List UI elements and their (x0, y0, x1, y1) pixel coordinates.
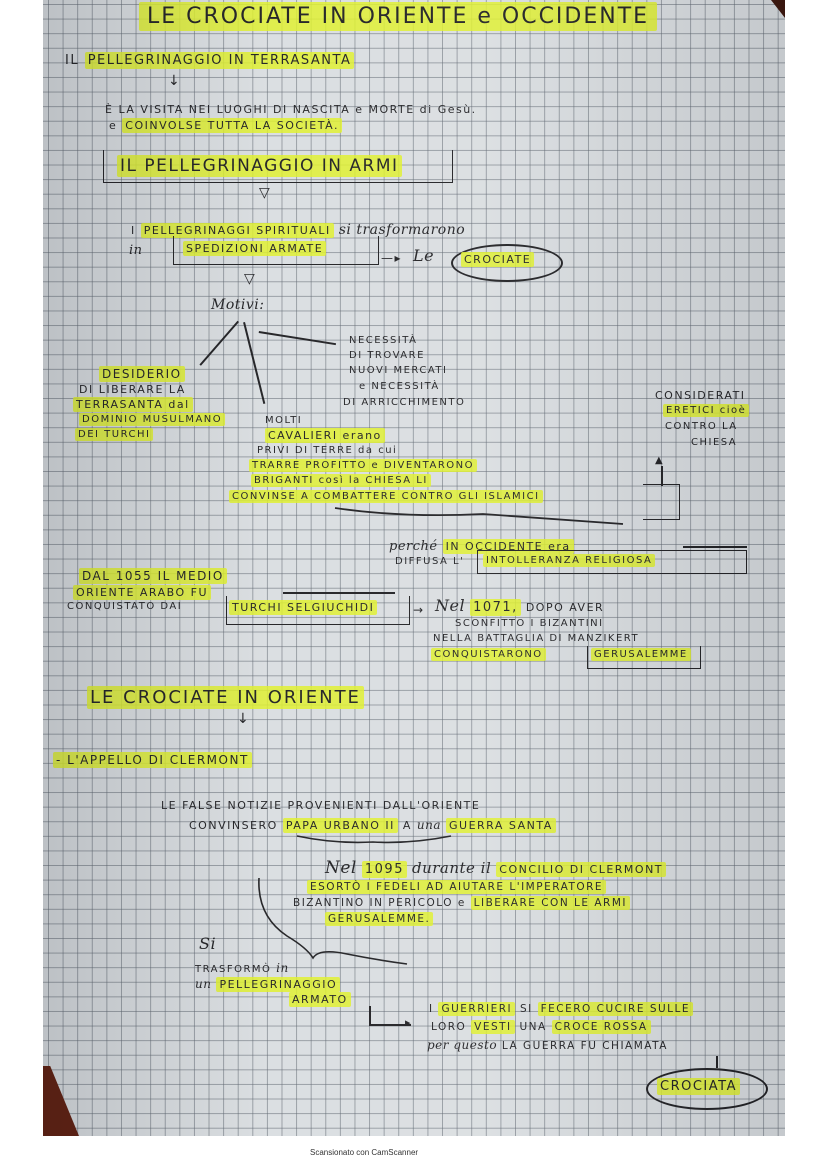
text-line: DIFFUSA L' (395, 556, 465, 567)
right-arrow-icon: ▸ (405, 1016, 413, 1029)
connector-line (683, 546, 747, 548)
circled-term (646, 1068, 768, 1110)
down-arrow-icon: ↓ (168, 73, 182, 89)
label-motivi: Motivi: (211, 297, 265, 313)
boxed-term (587, 646, 701, 669)
circled-term-crociata: CROCIATA (657, 1078, 740, 1095)
curly-brace (296, 835, 452, 844)
text-in: in (129, 243, 143, 258)
page-title: LE CROCIATE IN ORIENTE e OCCIDENTE (139, 2, 658, 31)
boxed-term (173, 236, 379, 265)
camscanner-watermark: Scansionato con CamScanner (310, 1148, 419, 1157)
text-le: Le (413, 246, 435, 265)
page-corner-shadow (771, 0, 785, 18)
down-arrow-icon: ▽ (259, 185, 272, 201)
bracket (643, 484, 680, 520)
connector-line (369, 1006, 371, 1026)
text-line: LE FALSE NOTIZIE PROVENIENTI DALL'ORIENT… (161, 799, 481, 812)
connector-line (243, 322, 266, 404)
boxed-term-spedizioni-armate: SPEDIZIONI ARMATE (183, 241, 327, 256)
scanned-notebook-page: LE CROCIATE IN ORIENTE e OCCIDENTE IL PE… (43, 0, 785, 1136)
boxed-term (477, 550, 747, 574)
boxed-term-gerusalemme: GERUSALEMME (591, 648, 691, 661)
circled-term-crociate: CROCIATE (461, 252, 535, 267)
right-arrow-icon: —▸ (381, 251, 403, 265)
boxed-term-turchi-selgiuchidi: TURCHI SELGIUCHIDI (229, 600, 378, 615)
down-arrow-icon: ↓ (237, 711, 251, 727)
connector-line (661, 466, 663, 486)
boxed-term-intolleranza: INTOLLERANZA RELIGIOSA (483, 554, 656, 567)
connector-line (716, 1056, 718, 1068)
boxed-term (226, 596, 410, 625)
right-arrow-icon: → (413, 603, 425, 617)
text-line: È LA VISITA NEI LUOGHI DI NASCITA e MORT… (105, 103, 477, 116)
down-arrow-icon: ▽ (244, 271, 257, 287)
circled-term (451, 244, 563, 282)
connector-line (369, 1024, 411, 1026)
connector-line (283, 592, 395, 594)
page-corner-shadow (43, 1066, 79, 1136)
text-line: e COINVOLSE TUTTA LA SOCIETÀ. (109, 118, 342, 133)
section-heading-pellegrinaggio-armi: IL PELLEGRINAGGIO IN ARMI (117, 155, 402, 177)
section-heading-pellegrinaggio-terrasanta: IL PELLEGRINAGGIO IN TERRASANTA (65, 52, 355, 69)
connector-line (199, 320, 239, 366)
up-arrow-icon: ▲ (655, 455, 665, 466)
curly-brace (334, 507, 624, 525)
boxed-heading-pellegrinaggio-armi (103, 150, 453, 183)
subheading-appello-clermont: - L'APPELLO DI CLERMONT (53, 752, 252, 768)
connector-line (258, 331, 337, 345)
text-line: CONVINSERO PAPA URBANO II A una GUERRA S… (189, 818, 556, 833)
text-line: I PELLEGRINAGGI SPIRITUALI si trasformar… (131, 222, 466, 238)
section-heading-crociate-oriente: LE CROCIATE IN ORIENTE (87, 686, 364, 709)
curly-brace (258, 877, 408, 965)
